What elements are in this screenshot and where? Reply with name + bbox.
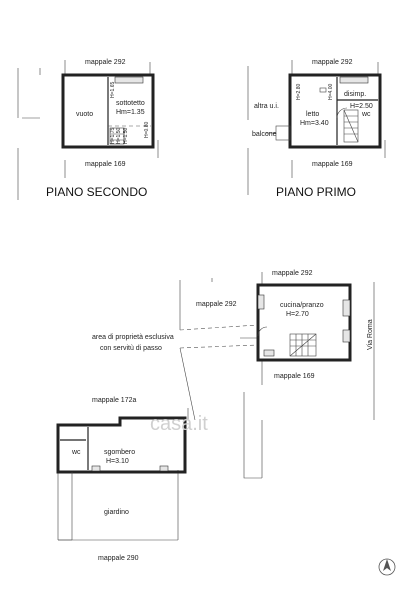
ground-floor-staircase (289, 333, 317, 357)
kitchen-label: cucina/pranzo (280, 302, 324, 309)
first-floor-plan: mappale 292 mappale 169 altra u.i. balco… (247, 59, 386, 199)
storage-height-label: H=3.10 (106, 458, 129, 465)
balcony-outline (275, 125, 291, 141)
second-floor-plan: mappale 292 mappale 169 vuoto sottotetto… (17, 59, 159, 200)
first-floor-top-parcel: mappale 292 (312, 59, 353, 66)
room-attic-label: sottotetto (116, 100, 145, 107)
first-floor-height-label: H=2.50 (350, 103, 373, 110)
garden-label: giardino (104, 509, 129, 516)
roof-window-hatch (114, 76, 144, 84)
first-floor-window-hatch (339, 76, 369, 84)
second-floor-dim-c: H=1.75 (110, 128, 116, 144)
ground-floor-building (256, 283, 352, 362)
north-arrow-icon (378, 558, 396, 576)
annex-bottom-parcel: mappale 290 (98, 555, 139, 562)
room-void-label: vuoto (76, 111, 93, 118)
first-floor-staircase (343, 109, 359, 143)
second-floor-bottom-parcel: mappale 169 (85, 161, 126, 168)
annex-building (56, 416, 187, 474)
balcony-label: balcone (252, 131, 277, 138)
annex-wc-label: wc (71, 449, 81, 456)
ground-floor-top-parcel: mappale 292 (272, 270, 313, 277)
exclusive-area-label-line1: area di proprietà esclusiva (92, 334, 174, 341)
second-floor-dim-d: H=1.50 (116, 128, 122, 144)
second-floor-dim-b: H=0.80 (144, 122, 150, 138)
ground-floor-plan: mappale 292 mappale 292 mappale 169 cuci… (92, 270, 375, 479)
first-floor-dim-b: H=4.00 (328, 84, 334, 100)
ground-floor-left-parcel: mappale 292 (196, 301, 237, 308)
bedroom-height-label: Hm=3.40 (300, 120, 329, 127)
annex-top-parcel: mappale 172a (92, 397, 136, 404)
other-unit-label: altra u.i. (254, 103, 279, 110)
watermark-text: casa.it (150, 413, 208, 435)
ground-floor-bottom-parcel: mappale 169 (274, 373, 315, 380)
annex-plan: mappale 172a wc sgombero H=3.10 giardino… (56, 397, 189, 562)
first-floor-wc-label: wc (361, 111, 371, 118)
exclusive-area-label-line2: con servitù di passo (100, 345, 162, 352)
second-floor-dim-e: H=1.50 (123, 128, 129, 144)
first-floor-title: PIANO PRIMO (276, 185, 356, 199)
street-label: Via Roma (367, 319, 374, 350)
second-floor-top-parcel: mappale 292 (85, 59, 126, 66)
second-floor-title: PIANO SECONDO (46, 185, 147, 199)
landing-label: disimp. (344, 91, 366, 98)
storage-label: sgombero (104, 449, 135, 456)
attic-height-label: Hm=1.35 (116, 109, 145, 116)
second-floor-dim-a: H=1.65 (110, 82, 116, 98)
kitchen-height-label: H=2.70 (286, 311, 309, 318)
first-floor-bottom-parcel: mappale 169 (312, 161, 353, 168)
first-floor-dim-a: H=2.80 (296, 84, 302, 100)
bedroom-label: letto (306, 111, 319, 118)
